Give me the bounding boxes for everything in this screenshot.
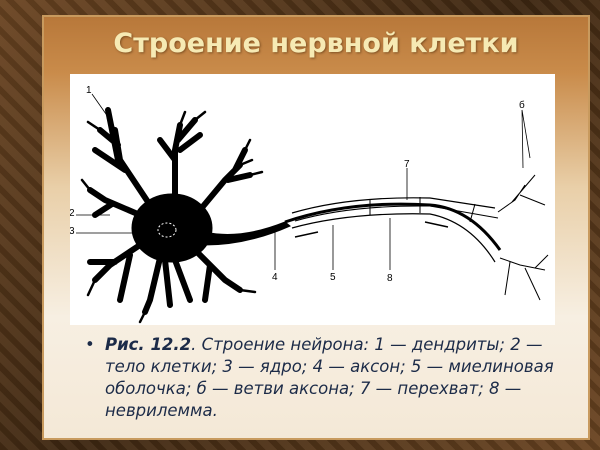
cell-body <box>80 107 291 324</box>
neuron-diagram: 1 2 3 4 5 б 7 8 <box>69 74 555 325</box>
nucleus <box>157 222 177 238</box>
bullet: • <box>85 335 95 354</box>
neuron-drawing: 1 2 3 4 5 б 7 8 <box>69 85 549 324</box>
myelinated-axon <box>284 174 549 301</box>
label-3: 3 <box>70 226 75 237</box>
slide-title: Строение нервной клетки <box>113 28 519 59</box>
label-8: 8 <box>387 273 393 284</box>
label-leaders <box>76 93 531 270</box>
caption-text: . Строение нейрона: 1 — дендриты; 2 — те… <box>105 335 554 420</box>
figure-caption: • Рис. 12.2. Строение нейрона: 1 — дендр… <box>85 334 555 422</box>
figure-reference: Рис. 12.2 <box>105 335 192 354</box>
label-5: 5 <box>330 272 336 283</box>
label-7: 7 <box>404 159 410 170</box>
label-4: 4 <box>272 272 278 283</box>
label-1: 1 <box>86 85 92 96</box>
label-2: 2 <box>70 208 75 219</box>
label-6: б <box>519 99 525 111</box>
